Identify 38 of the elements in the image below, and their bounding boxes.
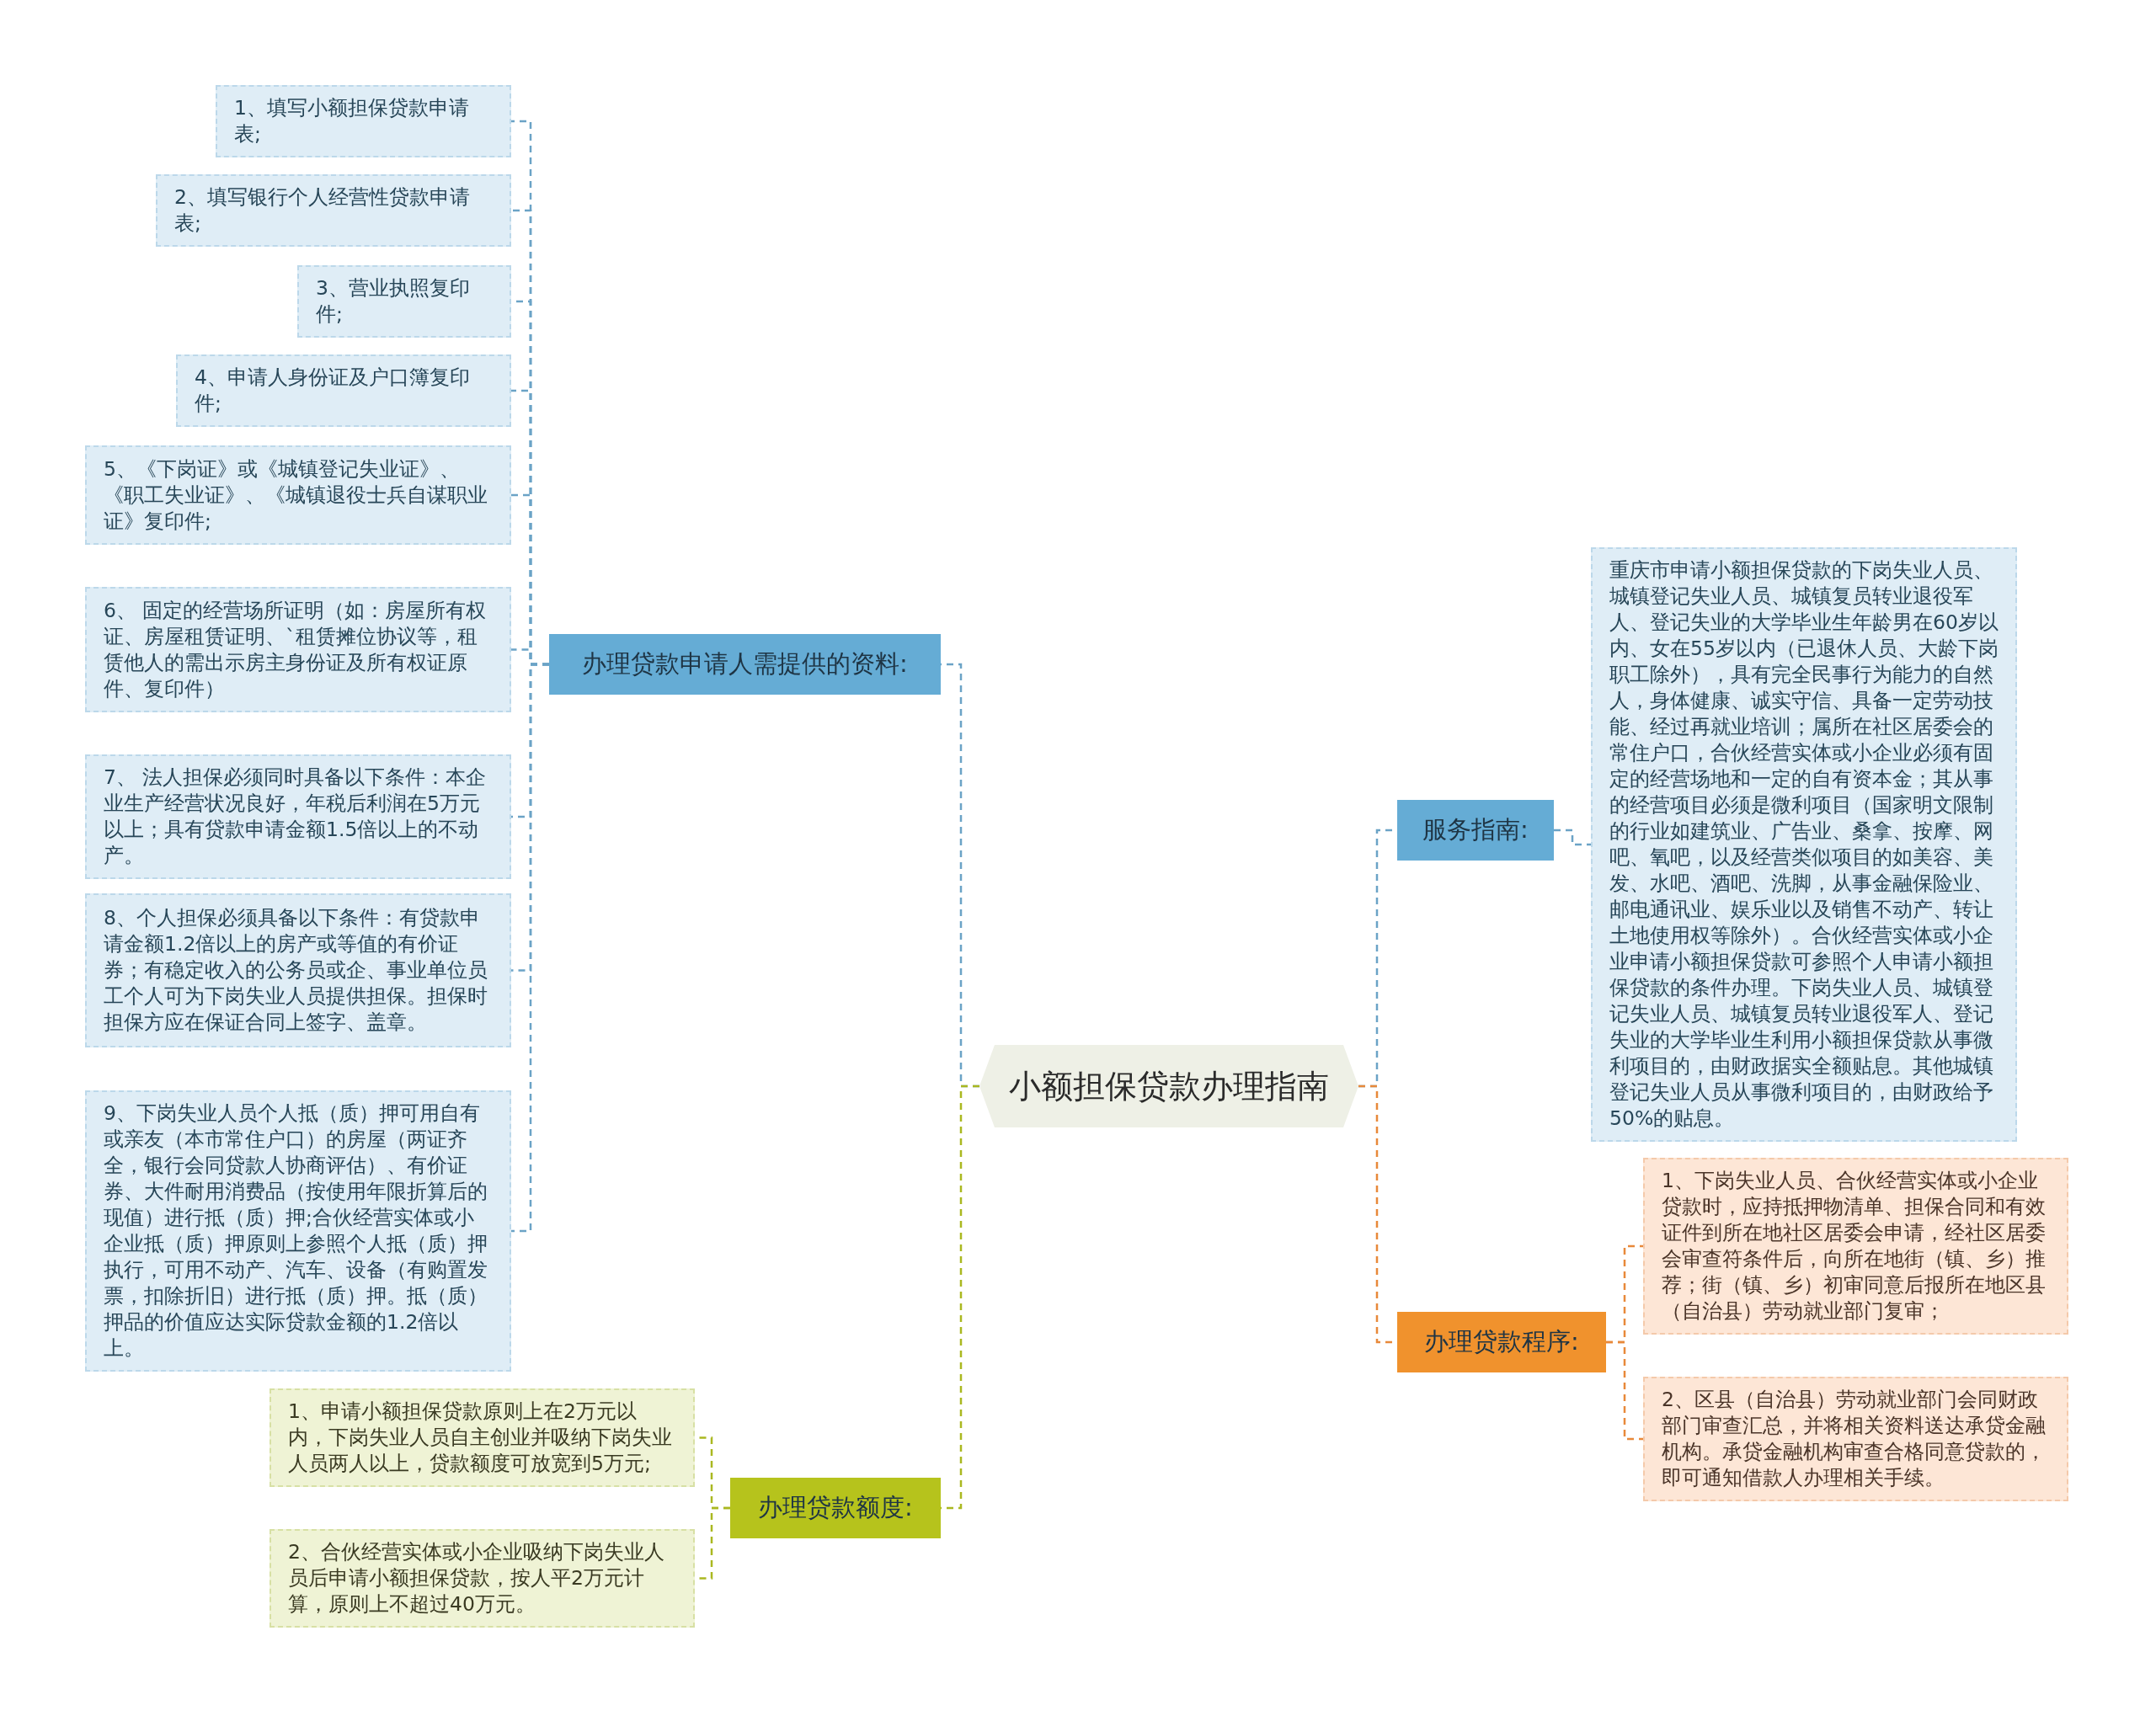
subtopic-card (176, 354, 511, 427)
topic-text: 小额担保贷款办理指南 (1009, 1066, 1329, 1106)
topic-text: 办理贷款程序: (1424, 1326, 1579, 1357)
branch-topic (730, 1478, 941, 1538)
subtopic-card (270, 1529, 695, 1628)
topic-text: 办理贷款申请人需提供的资料: (582, 648, 908, 679)
topic-text: 3、营业执照复印件; (316, 275, 471, 328)
branch-topic (1397, 1312, 1606, 1372)
topic-text: 1、填写小额担保贷款申请表; (234, 95, 470, 147)
topic-text: 5、《下岗证》或《城镇登记失业证》、《职工失业证》、《城镇退役士兵自谋职业证》复印件; (104, 456, 488, 535)
topic-text: 1、下岗失业人员、合伙经营实体或小企业贷款时，应持抵押物清单、担保合同和有效证件到所在地社区居委会申请，经社区居委会审查符条件后，向所在地街（镇、乡）推荐；街（镇、乡）初审同意后报所在地区县（自治县）劳动就业部门复审； (1662, 1168, 2047, 1324)
subtopic-card (216, 85, 511, 157)
topic-text: 重庆市申请小额担保贷款的下岗失业人员、城镇登记失业人员、城镇复员转业退役军人、登记失业的大学毕业生年龄男在60岁以内、女在55岁以内（已退休人员、大龄下岗职工除外），具有完全民事行为能力的自然人，身体健康、诚实守信、具备一定劳动技能、经过再就业培训；属所在社区居委会的常住户口，合伙经营实体或小企业必须有固定的经营场地和一定的自有资本金；其从事的经营项目必须是微利项目（国家明文限制的行业如建筑业、广告业、桑拿、按摩、网吧、氧吧，以及经营类似项目的如美容、美发、水吧、酒吧、洗脚，从事金融保险业、邮电通讯业、娱乐业以及销售不动产、转让土地使用权等除外）。合伙经营实体或小企业申请小额担保贷款可参照个人申请小额担保贷款的条件办理。下岗失业人员、城镇登记失业人员、城镇复员转业退役军人、登记失业的大学毕业生利用小额担保贷款从事微利项目的，由财政据实全额贴息。其他城镇登记失业人员从事微利项目的，由财政给予50%的贴息。 (1609, 557, 1999, 1132)
topic-text: 9、下岗失业人员个人抵（质）押可用自有或亲友（本市常住户口）的房屋（两证齐全，银行会同贷款人协商评估）、有价证券、大件耐用消费品（按使用年限折算后的现值）进行抵（质）押;合伙经营实体或小企业抵（质）押原则上参照个人抵（质）押执行，可用不动产、汽车、设备（有购置发票，扣除折旧）进行抵（质）押。抵（质）押品的价值应达实际贷款金额的1.2倍以上。 (104, 1100, 488, 1362)
topic-text: 办理贷款额度: (758, 1492, 913, 1523)
topic-text: 6、 固定的经营场所证明（如：房屋所有权证、房屋租赁证明、`租赁摊位协议等，租赁他人的需出示房主身份证及所有权证原件、复印件） (104, 597, 488, 702)
subtopic-card (270, 1388, 695, 1487)
subtopic-card (156, 174, 511, 247)
subtopic-card (297, 265, 511, 338)
branch-topic (1397, 800, 1554, 861)
subtopic-card (85, 754, 511, 879)
subtopic-card (1643, 1377, 2068, 1501)
connector-line (1606, 1340, 1643, 1441)
topic-text: 4、申请人身份证及户口簿复印件; (195, 365, 471, 417)
subtopic-card (1643, 1158, 2068, 1335)
topic-text: 2、填写银行个人经营性贷款申请表; (174, 184, 471, 237)
connector-line (1554, 829, 1591, 846)
subtopic-card (85, 587, 511, 712)
topic-text: 服务指南: (1422, 814, 1529, 845)
subtopic-card (85, 893, 511, 1047)
topic-text: 7、 法人担保必须同时具备以下条件：本企业生产经营状况良好，年税后利润在5万元以上；具有贷款申请金额1.5倍以上的不动产。 (104, 765, 488, 869)
subtopic-card (85, 445, 511, 545)
branch-topic (549, 634, 941, 695)
topic-text: 8、个人担保必须具备以下条件：有贷款申请金额1.2倍以上的房产或等值的有价证券；有稳定收入的公务员或企、事业单位员工个人可为下岗失业人员提供担保。担保时担保方应在保证合同上签字、盖章。 (104, 905, 488, 1036)
topic-text: 2、区县（自治县）劳动就业部门会同财政部门审查汇总，并将相关资料送达承贷金融机构。承贷金融机构审查合格同意贷款的，即可通知借款人办理相关手续。 (1662, 1387, 2047, 1491)
topic-text: 2、合伙经营实体或小企业吸纳下岗失业人员后申请小额担保贷款，按人平2万元计算，原则上不超过40万元。 (288, 1539, 665, 1617)
subtopic-card (85, 1090, 511, 1372)
topic-text: 1、申请小额担保贷款原则上在2万元以内，下岗失业人员自主创业并吸纳下岗失业人员两人以上，贷款额度可放宽到5万元; (288, 1399, 673, 1477)
